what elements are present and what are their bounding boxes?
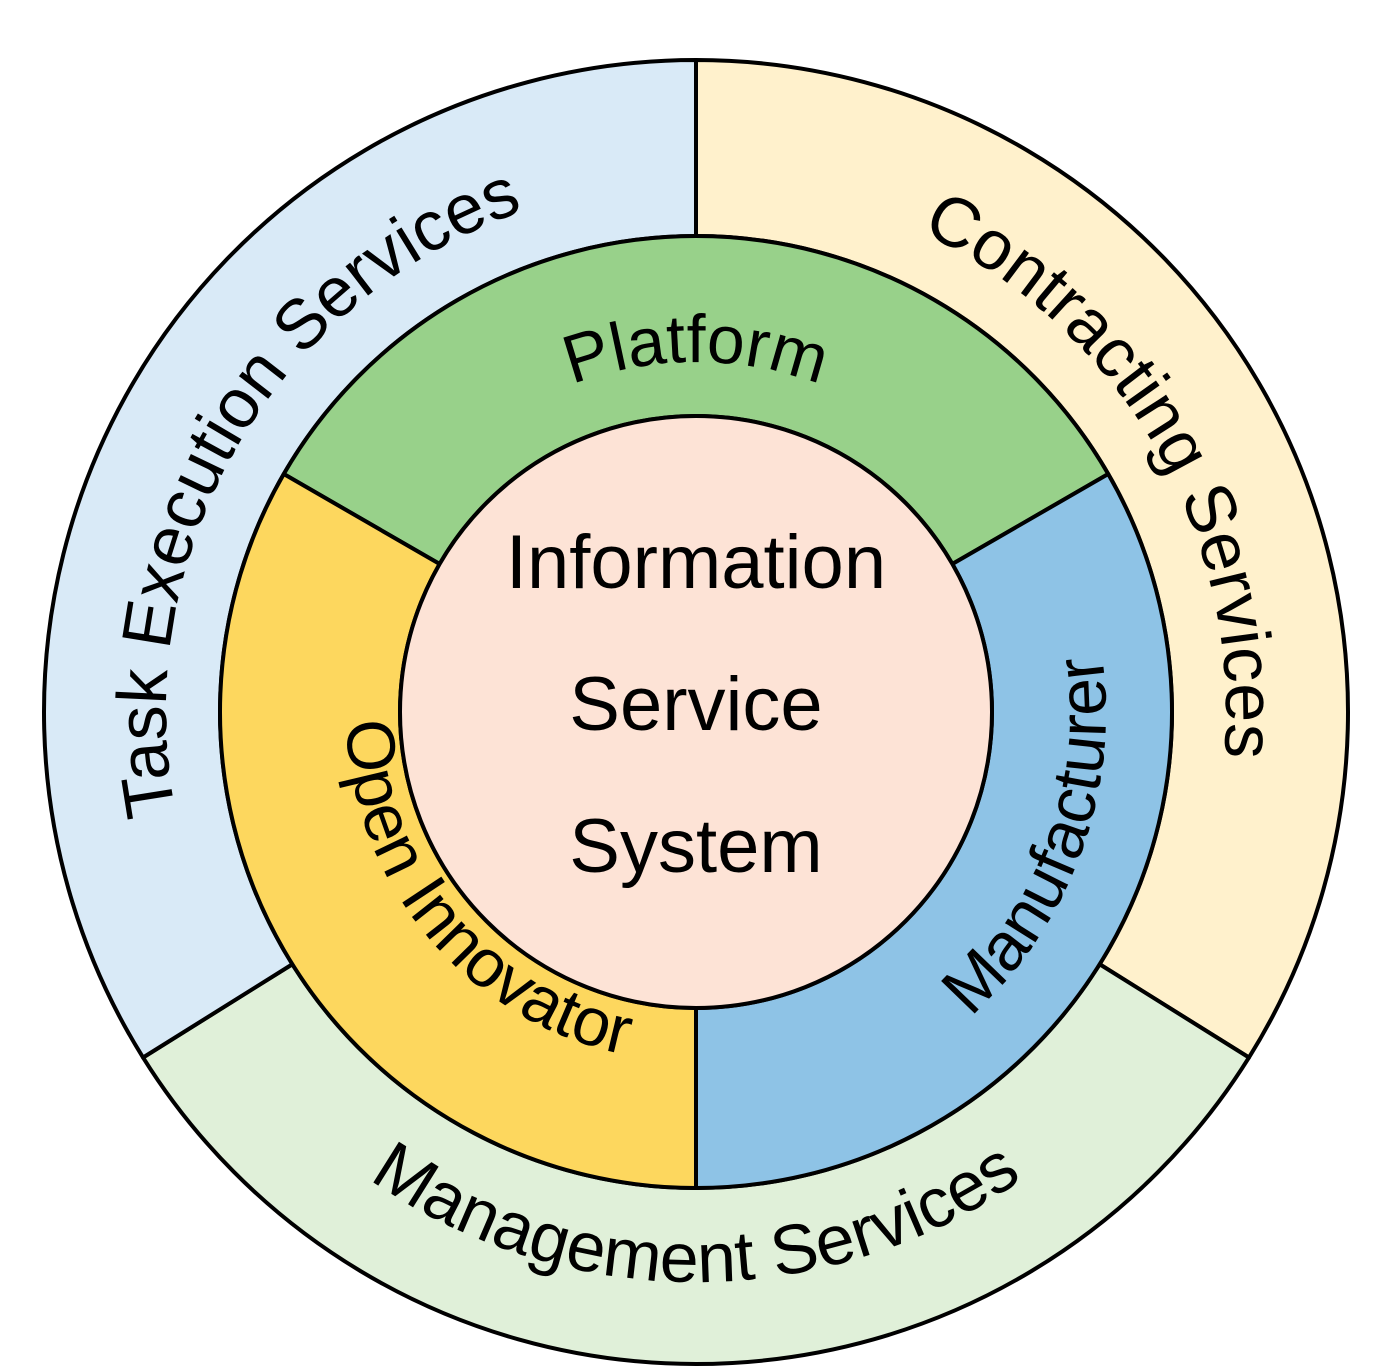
center-line-3: System <box>569 804 822 889</box>
center-line-1: Information <box>506 520 886 605</box>
center-line-2: Service <box>569 662 822 747</box>
center-circle <box>398 414 994 1010</box>
